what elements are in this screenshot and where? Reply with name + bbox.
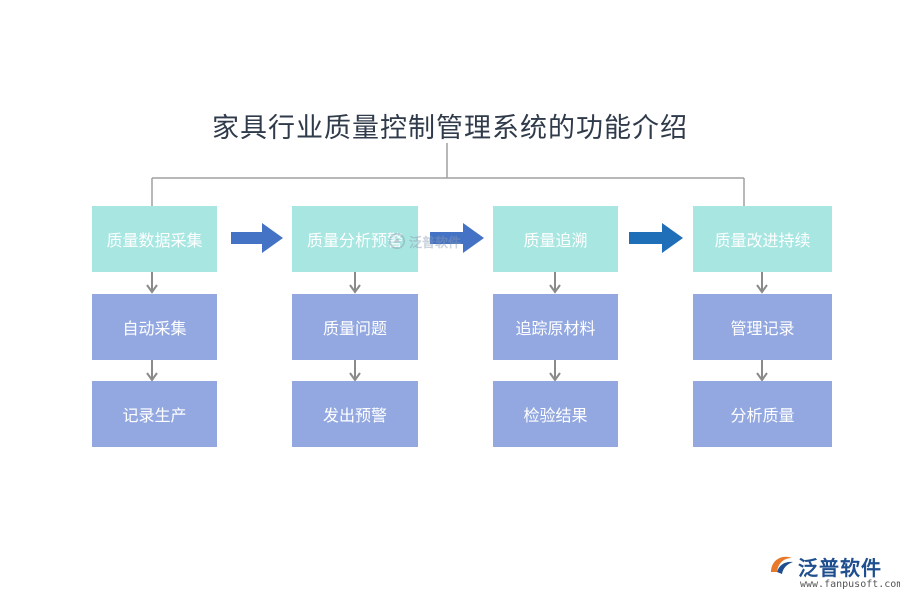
header-box-continuous-improvement: 质量改进持续: [693, 206, 832, 272]
down-arrow: [756, 272, 768, 294]
header-box-data-collection: 质量数据采集: [92, 206, 217, 272]
item-box-inspection-results: 检验结果: [493, 381, 618, 447]
item-box-auto-collect: 自动采集: [92, 294, 217, 360]
brand-name: 泛普软件: [798, 556, 882, 580]
brand-logo: 泛普软件 www.fanpusoft.com: [768, 552, 900, 596]
brand-url: www.fanpusoft.com: [800, 579, 900, 590]
item-box-quality-issues: 质量问题: [292, 294, 418, 360]
down-arrow: [549, 360, 561, 382]
item-box-manage-records: 管理记录: [693, 294, 832, 360]
down-arrow: [146, 360, 158, 382]
flow-arrow-2: [430, 223, 484, 253]
flow-arrow-1: [231, 223, 283, 253]
item-box-trace-materials: 追踪原材料: [493, 294, 618, 360]
item-box-analyze-quality: 分析质量: [693, 381, 832, 447]
down-arrow: [349, 272, 361, 294]
item-box-send-warning: 发出预警: [292, 381, 418, 447]
down-arrow: [549, 272, 561, 294]
down-arrow: [756, 360, 768, 382]
down-arrow: [146, 272, 158, 294]
down-arrow: [349, 360, 361, 382]
header-box-traceability: 质量追溯: [493, 206, 618, 272]
header-box-analysis-warning: 质量分析预警: [292, 206, 418, 272]
diagram-title: 家具行业质量控制管理系统的功能介绍: [212, 113, 688, 144]
item-box-record-production: 记录生产: [92, 381, 217, 447]
flow-arrow-3: [629, 223, 683, 253]
fanpu-logo-icon: [771, 556, 793, 574]
